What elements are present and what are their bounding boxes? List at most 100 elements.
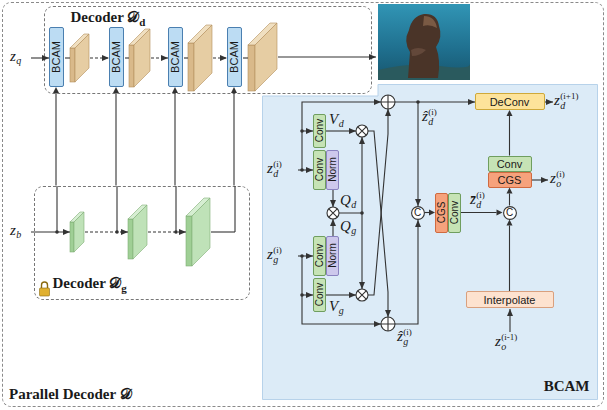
circle-outline xyxy=(503,206,516,219)
cgs-block: CGS xyxy=(488,172,532,188)
operator-symbol xyxy=(358,127,366,135)
connector xyxy=(507,220,513,292)
math-symbol: z xyxy=(10,222,16,239)
subscript: g xyxy=(273,255,282,265)
subscript: g xyxy=(339,298,344,316)
superscript: (i-1) xyxy=(501,333,517,342)
parallel-decoder-frame: Parallel Decoder 𝒟Decoder 𝒟dBCAMBCAMBCAM… xyxy=(2,2,604,407)
wire xyxy=(395,101,475,102)
block-label: CGS xyxy=(436,202,447,224)
operator-symbol xyxy=(327,95,395,331)
connector xyxy=(233,93,234,186)
block-label: Conv xyxy=(314,244,325,267)
panel-outline xyxy=(262,84,597,399)
wire xyxy=(332,219,333,236)
guidance-feature-slab xyxy=(74,212,84,252)
subscript: o xyxy=(556,179,565,189)
arrow-head xyxy=(53,87,59,93)
operator-symbol xyxy=(356,289,368,301)
superscript: (i+1) xyxy=(560,92,578,101)
connector xyxy=(174,93,175,186)
script-stack: d xyxy=(339,111,344,129)
guidance-feature-slab xyxy=(70,222,74,252)
connector xyxy=(172,87,178,186)
guidance-feature-slab xyxy=(186,216,192,266)
script-stack: q xyxy=(16,48,21,66)
math-symbol: z(i)d xyxy=(267,160,282,179)
connector xyxy=(55,93,56,186)
wire xyxy=(65,57,70,58)
bcam-block: BCAM xyxy=(49,27,64,87)
wire xyxy=(545,101,553,102)
norm-block: Norm xyxy=(326,236,339,276)
math-symbol: Q xyxy=(340,218,351,235)
block-label: CGS xyxy=(498,174,522,186)
wire xyxy=(31,57,49,58)
connector xyxy=(509,116,510,156)
connector xyxy=(53,87,59,186)
superscript: (i) xyxy=(403,328,412,337)
arrow-head xyxy=(231,87,237,93)
block-label: Norm xyxy=(327,157,338,181)
wire xyxy=(532,179,548,180)
frame-heading: Parallel Decoder 𝒟 xyxy=(9,385,132,403)
heading-text: BCAM xyxy=(544,378,590,394)
operator-symbol xyxy=(356,125,368,137)
connector xyxy=(509,194,510,206)
arrow-head xyxy=(507,188,513,194)
conv-block: Conv xyxy=(313,236,326,276)
heading-subscript: g xyxy=(121,282,127,294)
junction-dot xyxy=(300,254,304,258)
wire xyxy=(339,137,362,213)
subscript: d xyxy=(560,101,578,111)
heading-text: Decoder 𝒟 xyxy=(53,275,122,291)
math-symbol: Qd xyxy=(340,192,356,210)
heading-subscript: d xyxy=(139,16,145,28)
math-symbol: zq xyxy=(10,48,21,66)
operator-symbol xyxy=(381,95,395,109)
block-label: C xyxy=(506,207,513,218)
frame-heading: Decoder 𝒟g xyxy=(53,274,127,297)
math-symbol: ẑ(i)g xyxy=(397,328,412,347)
script-stack: (i)g xyxy=(273,246,282,265)
wire xyxy=(56,186,57,232)
bcam-block: BCAM xyxy=(168,27,183,87)
wire xyxy=(125,57,129,58)
math-symbol: z xyxy=(267,246,273,263)
math-symbol: z xyxy=(267,160,273,177)
arrow-head xyxy=(172,87,178,93)
junction-dot xyxy=(174,230,178,234)
frame-heading: BCAM xyxy=(544,377,590,395)
underwater-output-image xyxy=(423,16,437,28)
math-symbol: z̄ xyxy=(470,191,476,208)
wire xyxy=(151,57,168,58)
concat-circle: C xyxy=(503,206,517,220)
junction-dot xyxy=(300,293,304,297)
conv-block: Conv xyxy=(313,278,326,312)
operator-symbol xyxy=(327,207,339,219)
subscript: g xyxy=(403,337,412,347)
arrow-head xyxy=(113,87,119,93)
wire xyxy=(326,130,356,131)
script-stack: (i)o xyxy=(556,170,565,189)
lock-icon xyxy=(42,282,48,288)
script-stack: (i)d xyxy=(428,108,437,127)
decoded-feature-slab xyxy=(248,45,255,91)
conv-block: Conv xyxy=(488,156,532,172)
junction-dot xyxy=(300,168,304,172)
superscript: (i) xyxy=(556,170,565,179)
connector xyxy=(115,93,116,186)
block-label: Conv xyxy=(449,201,460,224)
conv-block: Conv xyxy=(313,114,326,148)
block-label: Conv xyxy=(314,119,325,142)
underwater-output-image xyxy=(411,48,426,56)
junction-dot xyxy=(416,100,420,104)
script-stack: g xyxy=(351,218,356,236)
conv-block: Conv xyxy=(313,150,326,190)
norm-block: Norm xyxy=(326,150,339,190)
superscript: (i) xyxy=(428,108,437,117)
lock-icon xyxy=(40,288,50,296)
heading-text: Parallel Decoder 𝒟 xyxy=(9,386,132,402)
block-label: BCAM xyxy=(110,41,122,73)
